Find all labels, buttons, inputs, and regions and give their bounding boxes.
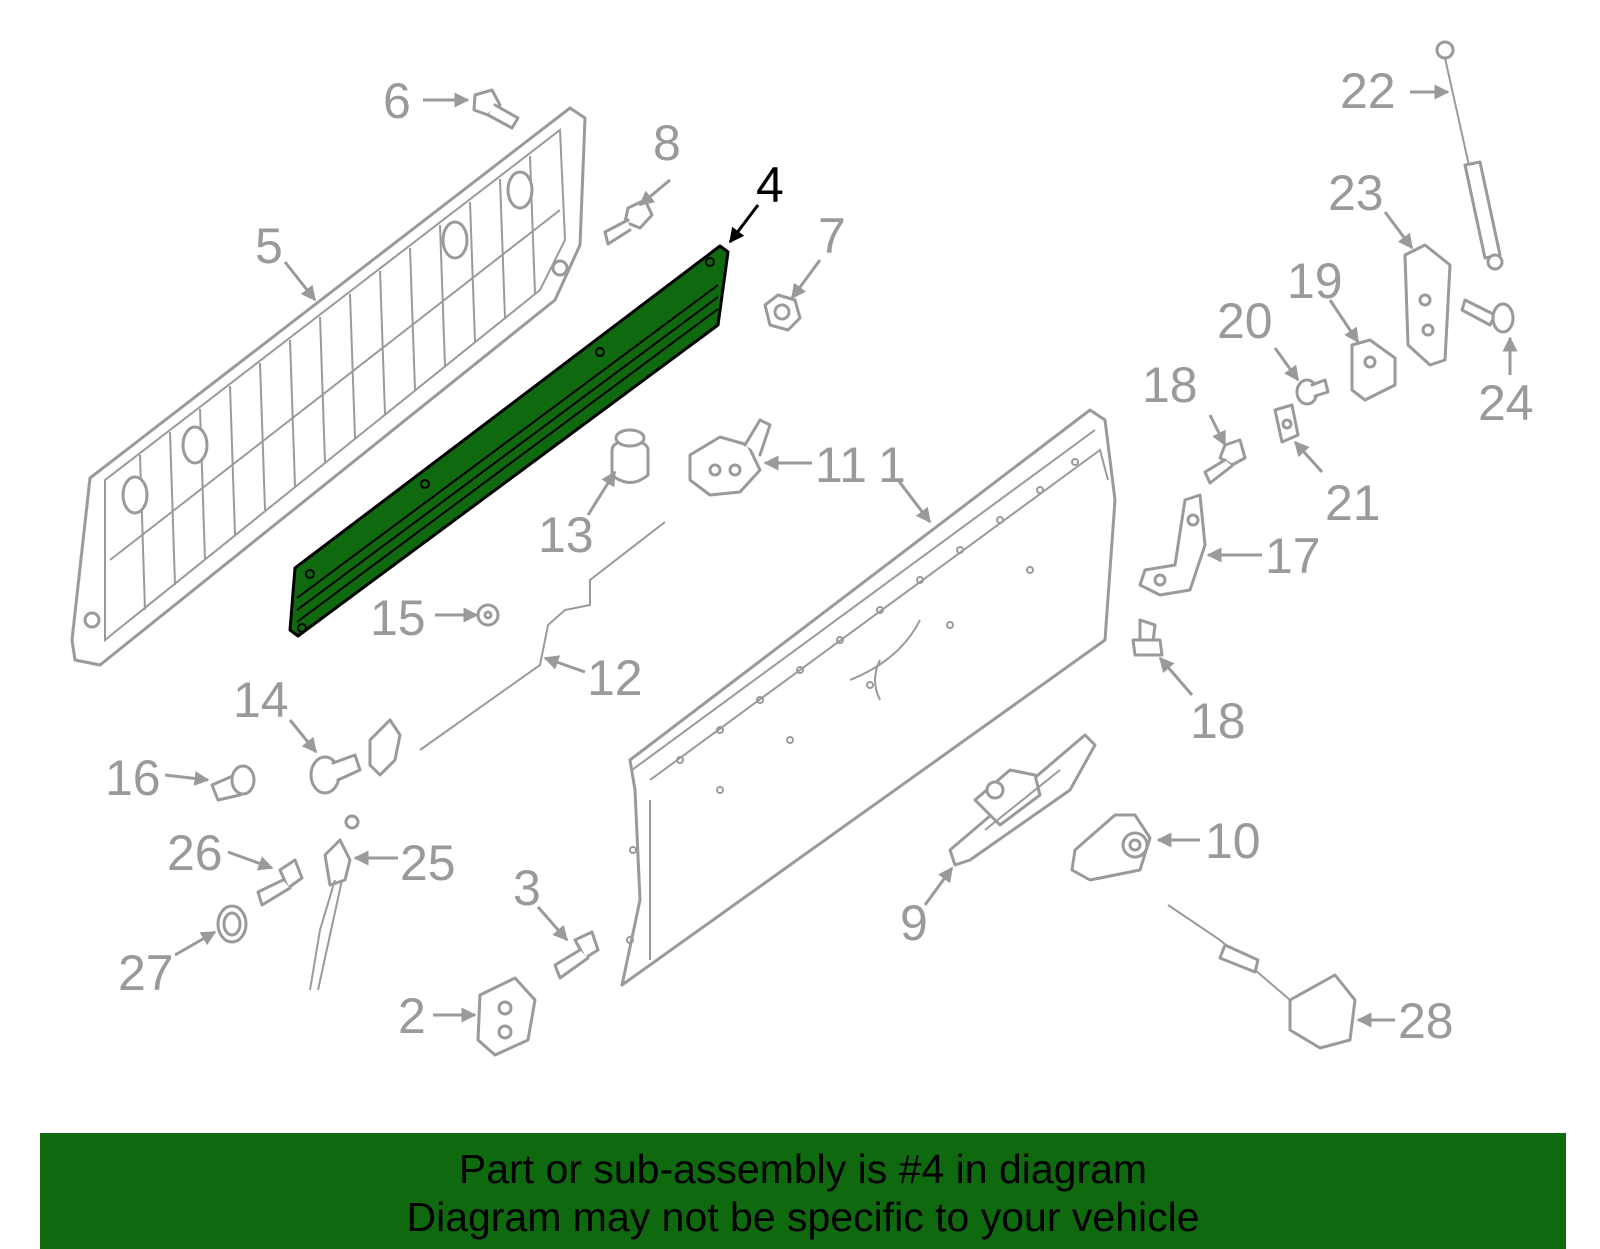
part-27-washer[interactable] — [216, 904, 248, 944]
callout-5[interactable]: 5 — [255, 218, 283, 274]
callout-17[interactable]: 17 — [1265, 528, 1321, 584]
part-1-tailgate[interactable] — [620, 408, 1117, 987]
part-18-bolt-bottom[interactable] — [1131, 618, 1164, 657]
callout-26[interactable]: 26 — [167, 825, 223, 881]
callout-2[interactable]: 2 — [398, 988, 426, 1044]
callout-4[interactable]: 4 — [756, 157, 784, 213]
part-15-clip[interactable] — [476, 603, 500, 627]
callout-3[interactable]: 3 — [513, 860, 541, 916]
callout-15[interactable]: 15 — [370, 590, 426, 646]
info-banner: Part or sub-assembly is #4 in diagram Di… — [40, 1133, 1566, 1249]
part-9-handle[interactable] — [948, 733, 1097, 867]
callout-12[interactable]: 12 — [587, 650, 643, 706]
callout-25[interactable]: 25 — [400, 835, 456, 891]
part-26-bolt[interactable] — [256, 858, 304, 907]
part-13-bumper[interactable] — [610, 428, 650, 484]
callout-13[interactable]: 13 — [538, 507, 594, 563]
callout-19[interactable]: 19 — [1287, 253, 1343, 309]
part-22-strut[interactable] — [1435, 40, 1504, 271]
callout-28[interactable]: 28 — [1398, 993, 1454, 1049]
part-6-bolt[interactable] — [472, 88, 520, 130]
part-19-bracket[interactable] — [1350, 338, 1397, 402]
callout-8[interactable]: 8 — [653, 115, 681, 171]
callout-1[interactable]: 1 — [878, 437, 906, 493]
callout-18-bottom[interactable]: 18 — [1190, 693, 1246, 749]
part-17-bracket[interactable] — [1138, 493, 1207, 597]
part-4-highlighted-strip[interactable] — [288, 244, 730, 638]
part-20-bolt[interactable] — [1295, 378, 1330, 406]
part-5-inner-panel[interactable] — [70, 106, 587, 667]
leader-lines — [164, 84, 1518, 1028]
callout-20[interactable]: 20 — [1217, 293, 1273, 349]
part-16-clip[interactable] — [210, 764, 256, 802]
part-12-rod[interactable] — [368, 521, 666, 777]
part-10-latch[interactable] — [1070, 813, 1152, 882]
callout-24[interactable]: 24 — [1478, 375, 1534, 431]
banner-line-disclaimer: Diagram may not be specific to your vehi… — [406, 1194, 1200, 1240]
part-25-cable[interactable] — [309, 814, 360, 991]
callout-16[interactable]: 16 — [105, 750, 161, 806]
callout-7[interactable]: 7 — [818, 208, 846, 264]
part-23-bracket[interactable] — [1403, 243, 1452, 367]
part-8-bolt[interactable] — [603, 198, 654, 246]
part-14-pin[interactable] — [309, 753, 362, 795]
callout-27[interactable]: 27 — [118, 945, 174, 1001]
callout-labels: 4 5 6 8 7 22 23 19 20 24 18 21 17 18 11 … — [105, 63, 1534, 1049]
callout-6[interactable]: 6 — [383, 73, 411, 129]
part-28-actuator[interactable] — [1167, 904, 1357, 1050]
part-2-bracket[interactable] — [476, 976, 537, 1057]
part-21-plate[interactable] — [1273, 403, 1300, 444]
part-18-bolt-top[interactable] — [1203, 438, 1247, 485]
callout-9[interactable]: 9 — [900, 895, 928, 951]
callout-18-top[interactable]: 18 — [1142, 357, 1198, 413]
part-3-bolt[interactable] — [553, 930, 600, 980]
part-11-hinge[interactable] — [688, 418, 772, 497]
callout-23[interactable]: 23 — [1328, 165, 1384, 221]
callout-22[interactable]: 22 — [1340, 63, 1396, 119]
part-24-screw[interactable] — [1460, 298, 1515, 334]
callout-14[interactable]: 14 — [233, 672, 289, 728]
callout-10[interactable]: 10 — [1205, 813, 1261, 869]
callout-11[interactable]: 11 — [815, 437, 867, 493]
part-7-nut[interactable] — [763, 293, 802, 332]
callout-21[interactable]: 21 — [1325, 475, 1381, 531]
banner-line-part: Part or sub-assembly is #4 in diagram — [458, 1146, 1148, 1192]
